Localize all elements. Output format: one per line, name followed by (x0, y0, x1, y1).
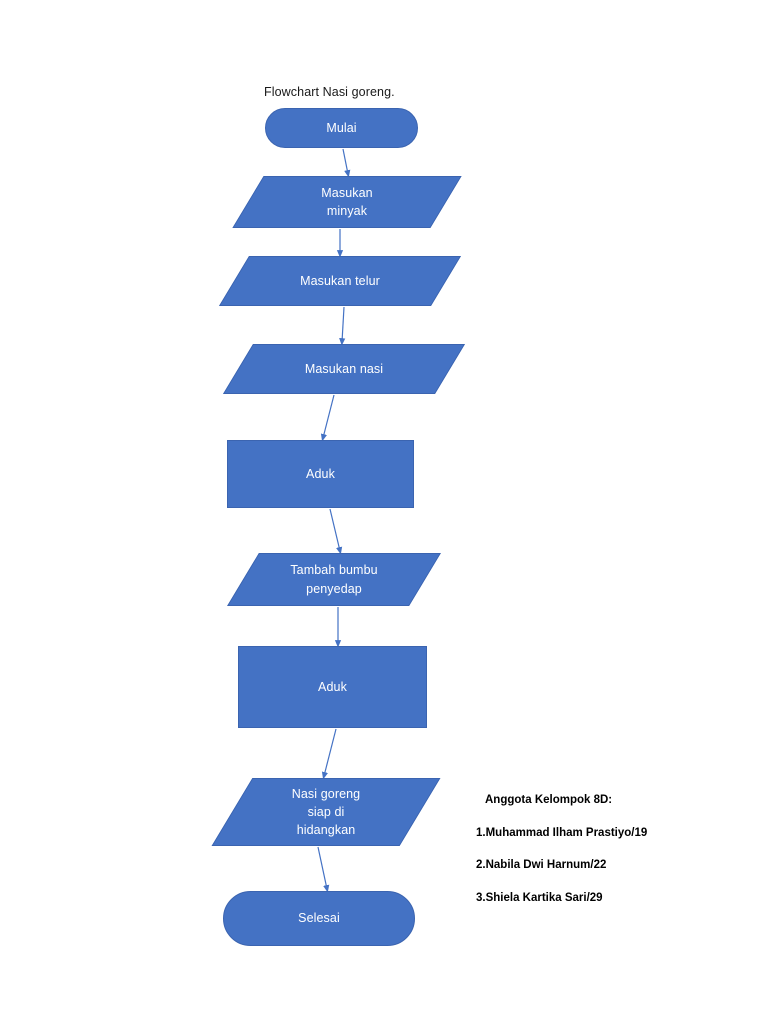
flowchart-node-nasi[interactable]: Masukan nasi (222, 344, 466, 394)
group-members-list: 1.Muhammad Ilham Prastiyo/19 2.Nabila Dwi… (476, 826, 756, 905)
group-members-heading: Anggota Kelompok 8D: (485, 794, 613, 806)
flowchart-node-minyak[interactable]: Masukan minyak (232, 176, 462, 228)
flowchart-node-label: Aduk (318, 679, 347, 694)
flowchart-node-hidang[interactable]: Nasi goreng siap di hidangkan (211, 778, 441, 846)
flowchart-node-label: Aduk (306, 466, 335, 481)
flowchart-node-label: Nasi goreng siap di hidangkan (291, 786, 361, 838)
connector-mulai-to-minyak (342, 148, 351, 178)
flowchart-node-label: Selesai (298, 911, 340, 926)
flowchart-node-telur[interactable]: Masukan telur (218, 256, 462, 306)
group-member-item: 1.Muhammad Ilham Prastiyo/19 (476, 826, 648, 839)
flowchart-node-label: Mulai (326, 120, 357, 135)
flowchart-node-aduk2[interactable]: Aduk (238, 646, 427, 728)
flowchart-title: Flowchart Nasi goreng. (264, 85, 395, 99)
flowchart-node-label: Masukan nasi (304, 361, 384, 376)
connector-aduk1-to-bumbu (329, 508, 343, 555)
flowchart-node-aduk1[interactable]: Aduk (227, 440, 414, 508)
group-member-item: 2.Nabila Dwi Harnum/22 (476, 859, 607, 871)
connector-aduk2-to-hidang (321, 728, 337, 780)
flowchart-node-label: Masukan telur (300, 273, 380, 288)
group-members-block: Anggota Kelompok 8D: 1.Muhammad Ilham Pr… (476, 794, 756, 905)
flowchart-node-label: Tambah bumbu penyedap (290, 563, 378, 596)
connector-nasi-to-aduk1 (320, 394, 335, 442)
flowchart-node-selesai[interactable]: Selesai (223, 891, 415, 946)
flowchart-node-bumbu[interactable]: Tambah bumbu penyedap (227, 553, 441, 606)
flowchart-node-label: Masukan minyak (321, 185, 373, 218)
group-member-item: 3.Shiela Kartika Sari/29 (476, 891, 603, 904)
connector-telur-to-nasi (339, 306, 346, 346)
connector-hidang-to-selesai (317, 846, 330, 893)
flowchart-node-mulai[interactable]: Mulai (265, 108, 418, 148)
